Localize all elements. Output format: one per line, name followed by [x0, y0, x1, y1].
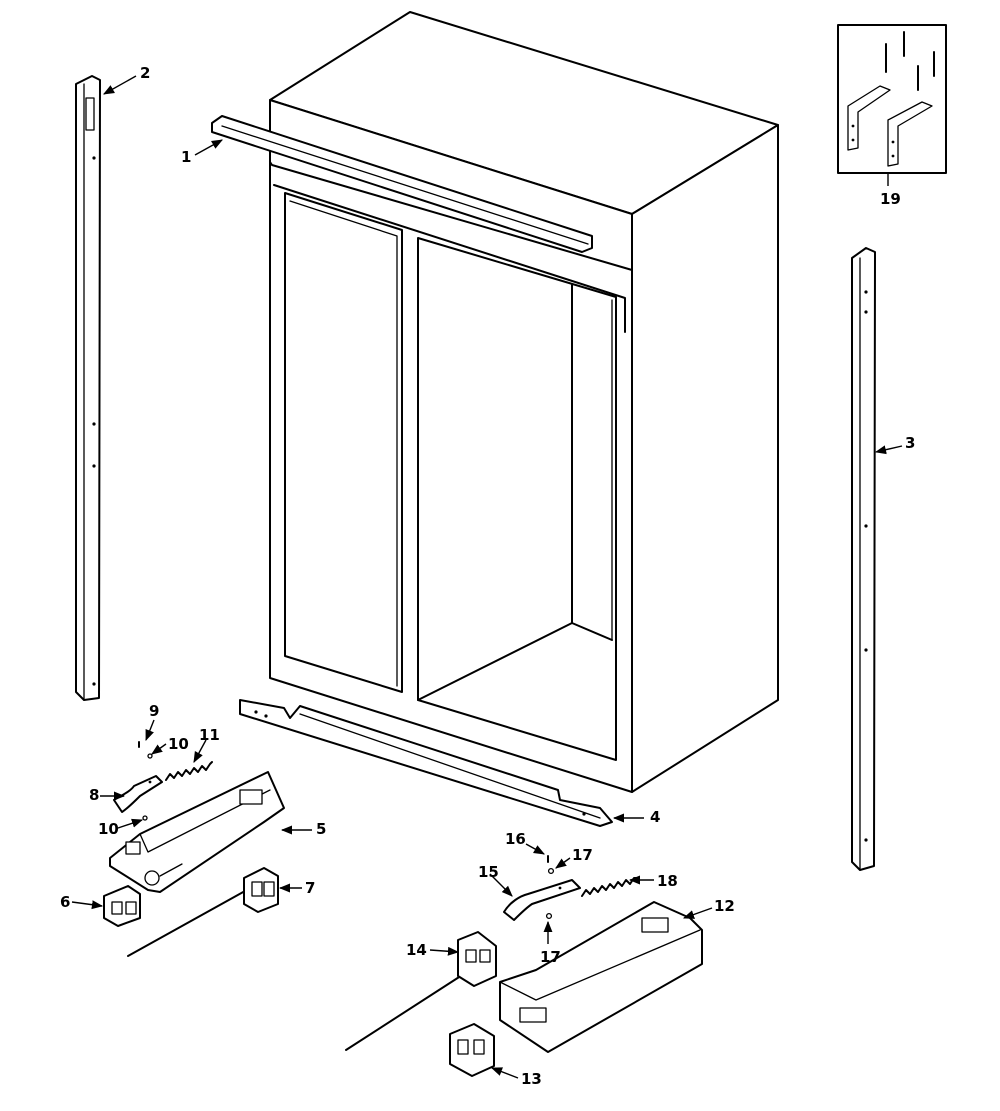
left-roller-axle-part-7	[127, 867, 279, 957]
callout-17-upper: 17	[572, 846, 593, 864]
callout-16: 16	[505, 830, 526, 848]
callout-13: 13	[521, 1070, 542, 1088]
bracket-kit-part-19	[837, 24, 947, 186]
left-roller-part-6	[103, 885, 141, 927]
callout-10-lower: 10	[98, 820, 119, 838]
base-rail-part-4	[239, 699, 613, 827]
callout-15: 15	[478, 863, 499, 881]
callout-7: 7	[305, 879, 315, 897]
callout-leaders	[71, 75, 903, 1079]
callout-4: 4	[650, 808, 660, 826]
callout-6: 6	[60, 893, 70, 911]
left-rail-part-2	[75, 75, 101, 701]
callout-5: 5	[316, 820, 326, 838]
callout-2: 2	[140, 64, 150, 82]
left-lever-part-8	[113, 775, 163, 813]
right-lever-part-15	[503, 879, 581, 921]
callout-18: 18	[657, 872, 678, 890]
callout-14: 14	[406, 941, 427, 959]
right-roller-axle-part-14	[345, 931, 497, 1051]
left-roller-bracket-part-5	[109, 771, 285, 893]
refrigerator-cabinet	[269, 11, 779, 793]
top-channel-part-1	[211, 115, 593, 253]
right-roller-bracket-part-12	[499, 901, 703, 1053]
callout-19: 19	[880, 190, 901, 208]
callout-8: 8	[89, 786, 99, 804]
callout-17-lower: 17	[540, 948, 561, 966]
left-washer-part-10	[142, 753, 153, 821]
callout-10-upper: 10	[168, 735, 189, 753]
callout-numbers: 1 2 3 4 5 6 7 8 9 10 10 11 12 13 14 15 1…	[60, 64, 915, 1088]
right-rail-part-3	[851, 247, 876, 871]
right-roller-part-13	[449, 1023, 495, 1077]
right-washer-part-17	[545, 867, 555, 920]
callout-1: 1	[181, 148, 191, 166]
callout-12: 12	[714, 897, 735, 915]
right-spring-part-18	[581, 877, 639, 897]
callout-9: 9	[149, 702, 159, 720]
left-spring-part-11	[165, 761, 213, 781]
callout-11: 11	[199, 726, 220, 744]
callout-3: 3	[905, 434, 915, 452]
